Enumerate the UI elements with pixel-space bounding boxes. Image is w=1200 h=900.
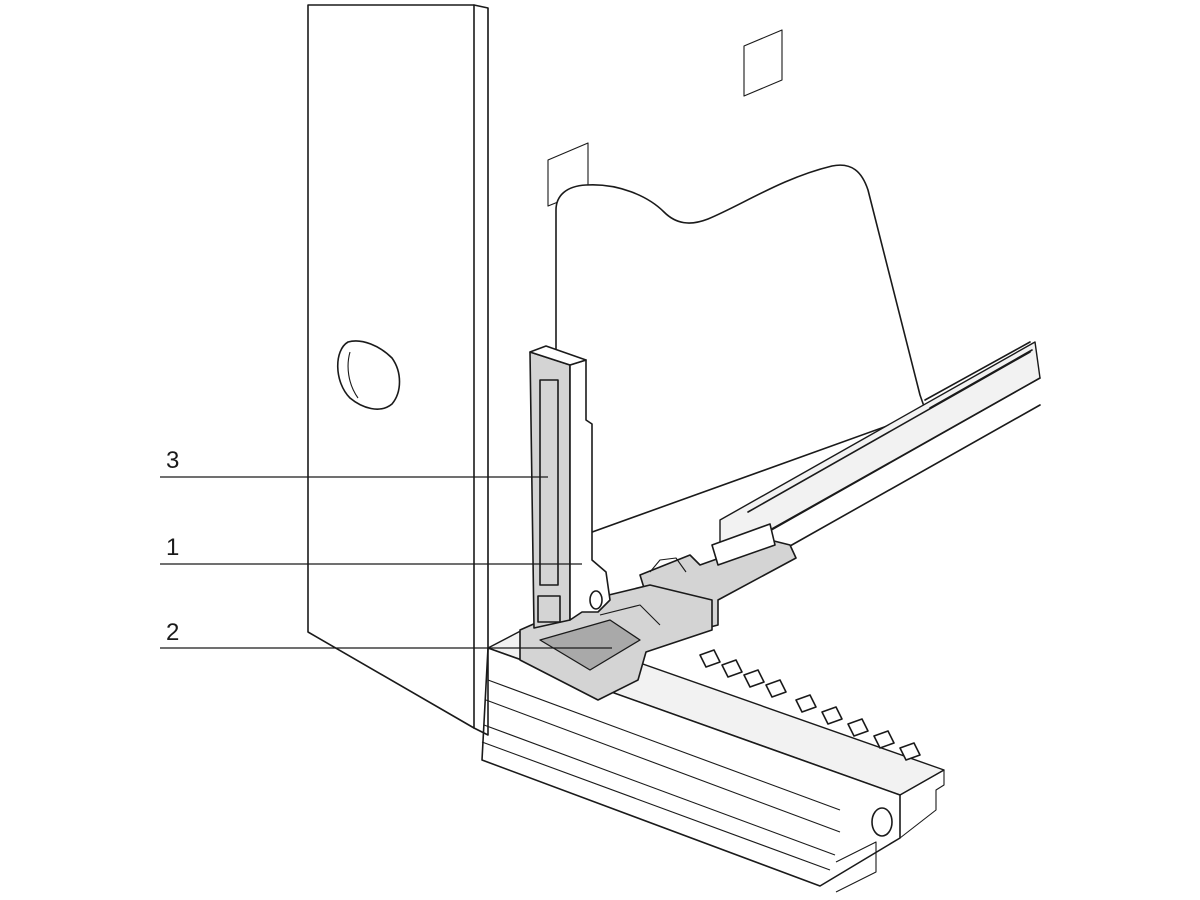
stop-window	[539, 379, 559, 586]
rail-hole	[873, 730, 895, 749]
rail-hole	[721, 659, 743, 678]
stop-foot	[537, 595, 561, 623]
stop-part-3	[529, 345, 611, 629]
base-rail-bore	[871, 807, 893, 837]
curved-sheet	[555, 164, 927, 541]
rail-edge-line-2	[769, 377, 1041, 531]
rail-edge-line-3	[789, 404, 1041, 547]
callout-label-2: 2	[166, 619, 179, 646]
rail-hole	[765, 679, 787, 698]
rail-back-line-2	[929, 349, 1033, 409]
stop-top	[529, 345, 587, 366]
rail-hole	[821, 706, 843, 725]
callout-label-1: 1	[166, 534, 179, 561]
base-rail-groove-3	[483, 724, 836, 856]
stop-pivot	[589, 590, 603, 610]
side-panel	[307, 4, 489, 736]
rail-back-line	[924, 341, 1031, 401]
base-rail-front	[481, 647, 901, 887]
rail-hole	[847, 718, 869, 737]
holder-arm-top	[711, 523, 776, 566]
panel-square-cutout-upper	[743, 29, 783, 97]
rail-hole	[743, 669, 765, 688]
slot-hole-inner	[347, 351, 359, 399]
base-rail-groove-1	[487, 679, 841, 811]
rail-hole	[699, 649, 721, 668]
holder-slot	[539, 619, 641, 671]
stop-side-face	[569, 359, 611, 621]
rail-hole	[795, 694, 817, 713]
base-rail-groove-2	[485, 699, 841, 833]
holder-hook	[649, 557, 687, 573]
callout-label-3: 3	[166, 447, 179, 474]
base-rail-end-slot	[835, 841, 877, 893]
side-panel-slot-hole	[337, 340, 401, 410]
holder-detail	[599, 604, 661, 626]
base-rail-end-profile	[899, 769, 945, 839]
rail-hole	[899, 742, 921, 761]
base-rail-groove-4	[481, 741, 831, 871]
side-panel-thickness	[473, 4, 489, 736]
